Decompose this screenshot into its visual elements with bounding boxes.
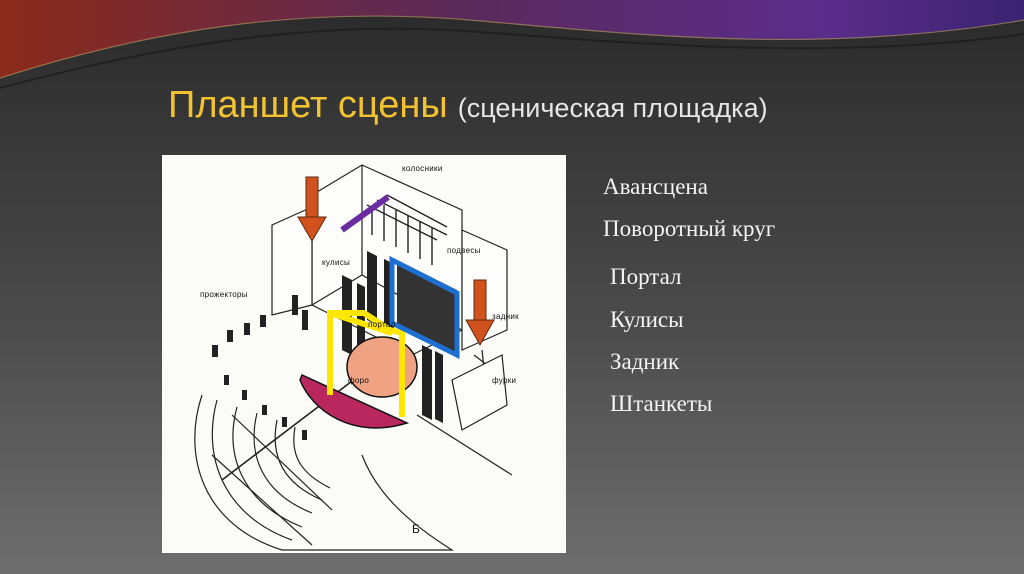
label-podvesy: подвесы	[447, 246, 481, 255]
forestage-shape	[299, 373, 410, 429]
term-item: Штанкеты	[610, 391, 713, 416]
stage-diagram: колосники кулисы подвесы прожекторы порт…	[162, 155, 566, 553]
stage-diagram-drawing: колосники кулисы подвесы прожекторы порт…	[194, 164, 519, 551]
label-kolosniki: колосники	[402, 164, 443, 173]
label-letter: Б	[412, 522, 420, 536]
label-kulisy: кулисы	[322, 258, 350, 267]
turntable-shape	[346, 336, 418, 398]
title-main: Планшет сцены	[168, 84, 448, 126]
term-item: Поворотный круг	[603, 216, 776, 241]
batten-bar	[340, 194, 390, 233]
portal-top	[329, 310, 393, 336]
label-portal: портал	[368, 320, 396, 329]
term-item: Портал	[610, 264, 682, 289]
arrow-down-right	[465, 279, 495, 347]
header-wave-decoration	[0, 0, 1024, 89]
backdrop-frame	[389, 255, 460, 360]
label-furki: фурки	[492, 376, 516, 385]
title-subtitle: (сценическая площадка)	[457, 93, 768, 123]
label-zadnik: задник	[492, 312, 519, 321]
portal-frame	[327, 310, 405, 417]
label-prozhektory: прожекторы	[200, 290, 248, 299]
term-item: Авансцена	[603, 174, 708, 199]
label-forestage: форо	[348, 376, 369, 385]
term-item: Задник	[610, 349, 680, 374]
slide-title: Планшет сцены (сценическая площадка)	[168, 84, 768, 127]
arrow-down-left	[297, 176, 327, 242]
term-item: Кулисы	[610, 307, 684, 332]
